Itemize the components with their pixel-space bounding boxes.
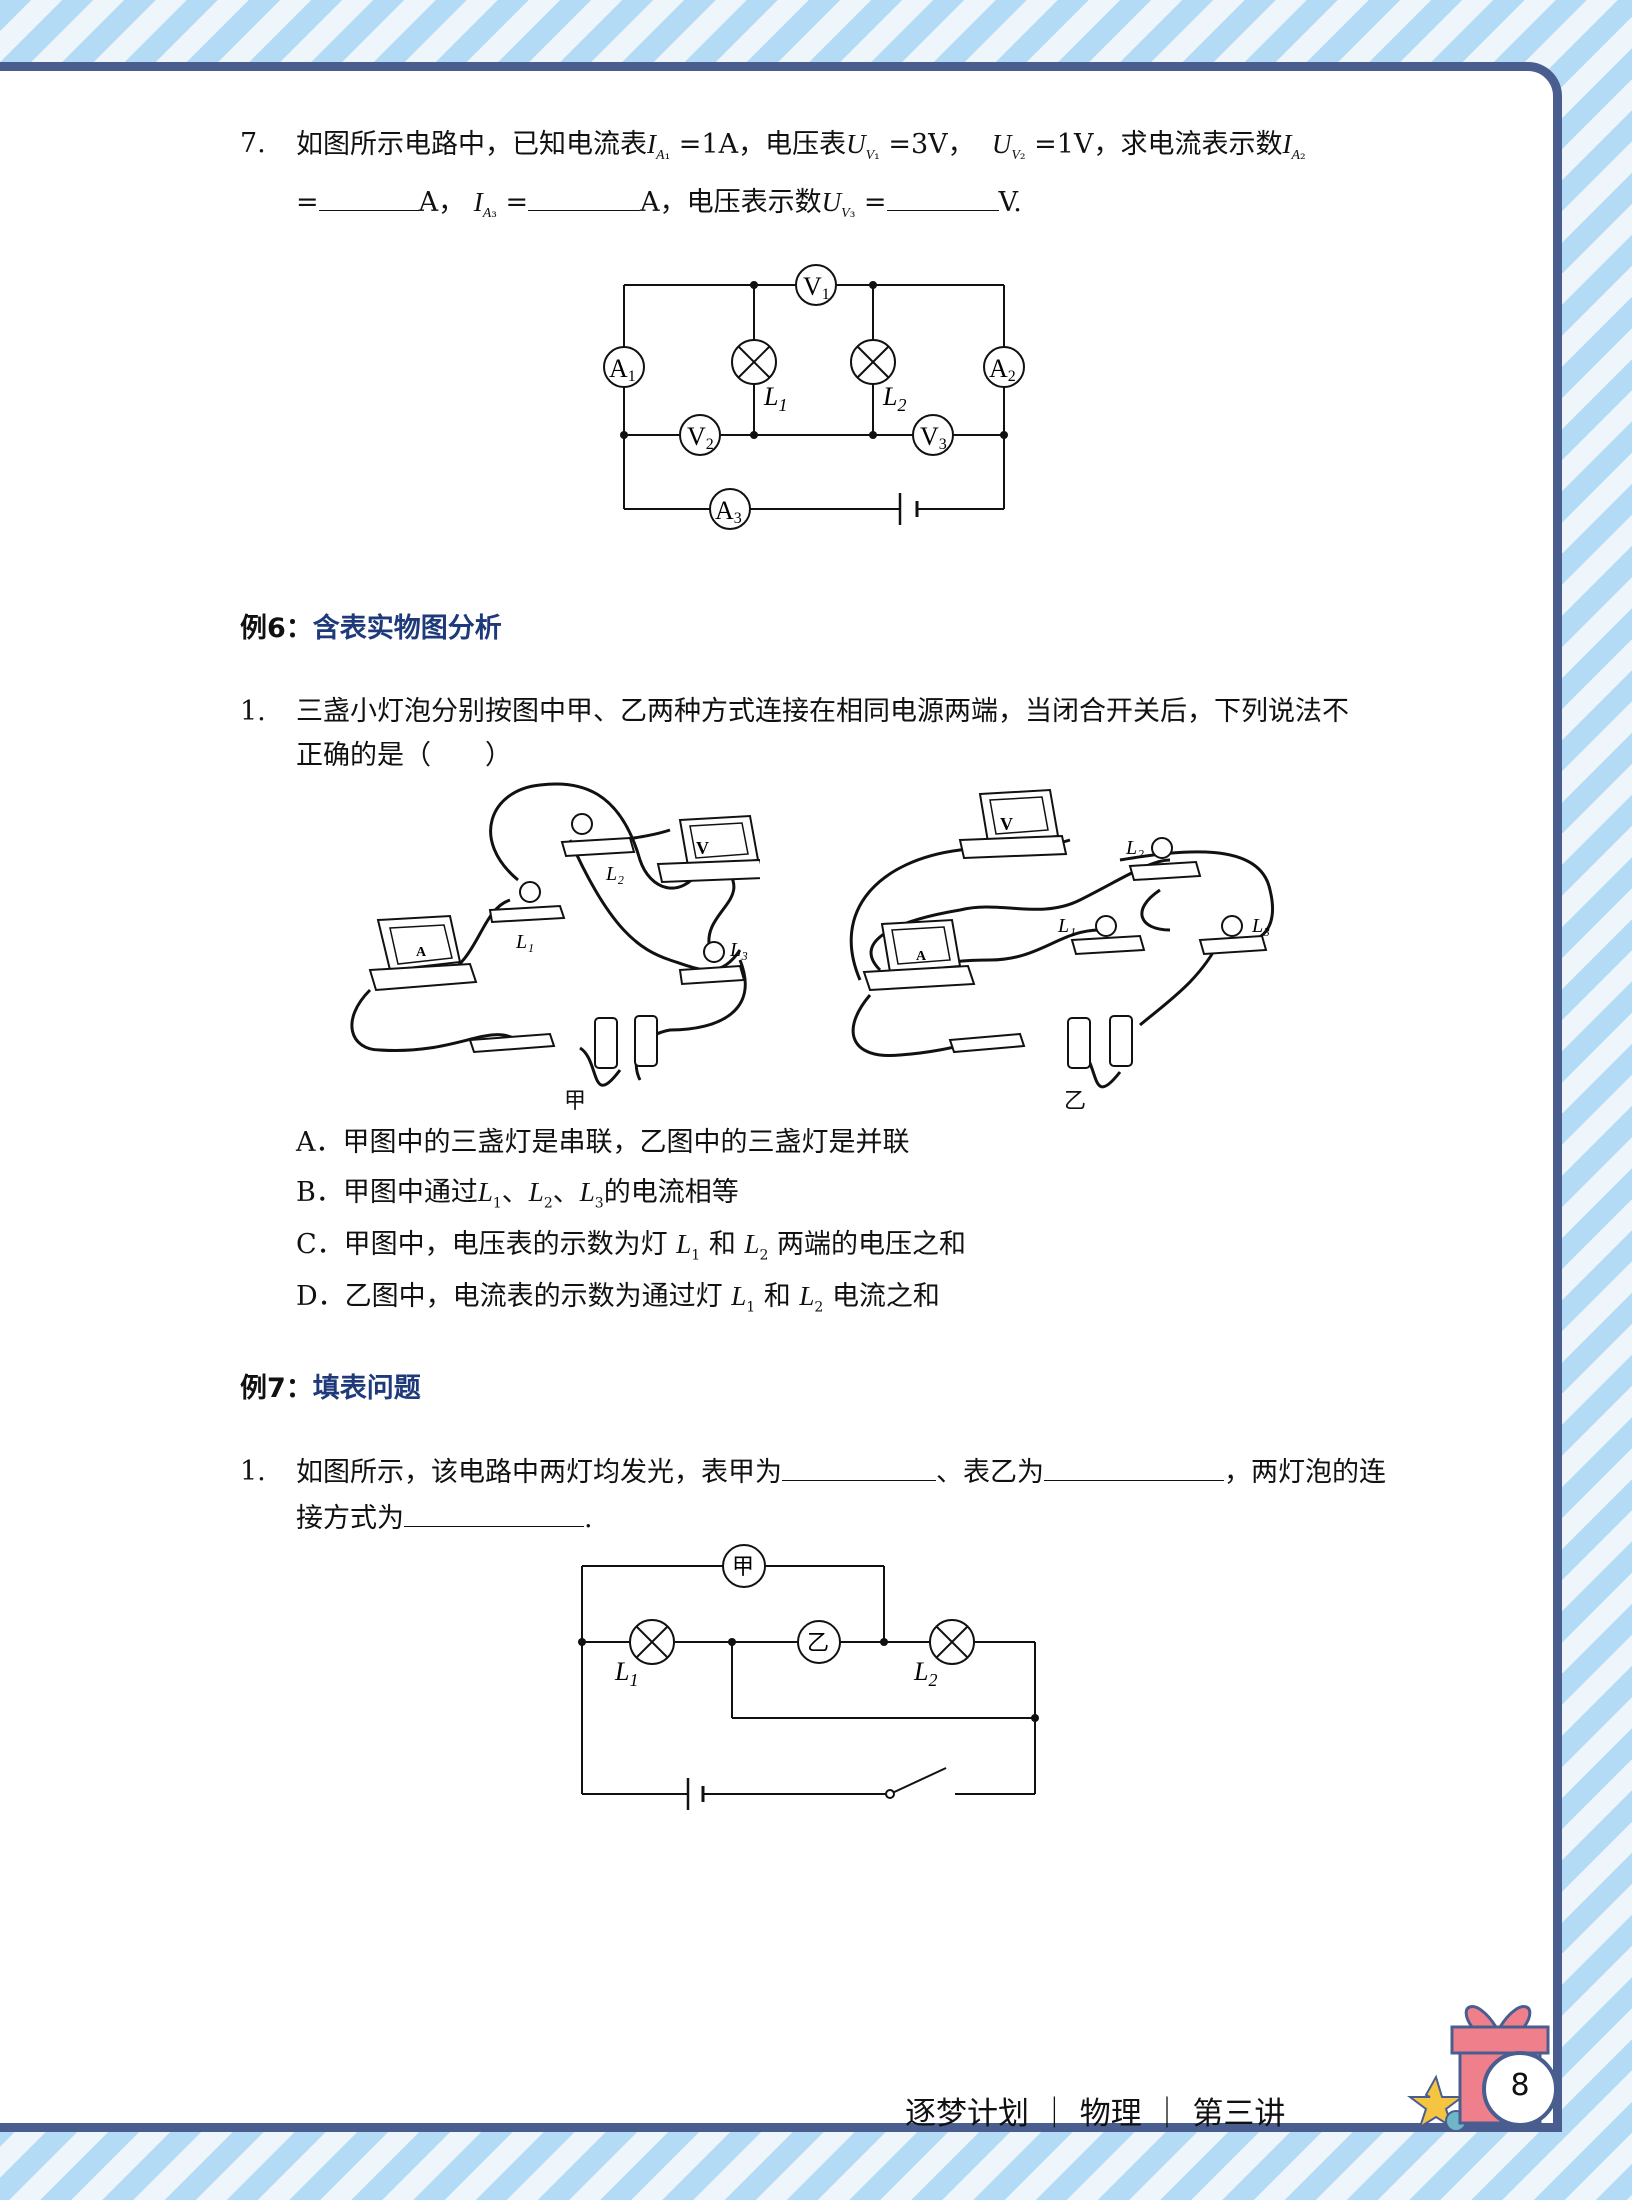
svg-text:甲: 甲: [732, 1554, 754, 1579]
meter-v3: V3: [912, 414, 954, 456]
circuit-diagram-1: V1 A1 A2 V2 V3 A3 L1 L2: [603, 264, 1025, 530]
lamp-label-l1: L1: [763, 382, 787, 415]
section-example-7: 例7：填表问题: [240, 1373, 421, 1404]
svg-text:A: A: [916, 949, 927, 964]
answer-blank-connection[interactable]: [404, 1496, 584, 1527]
svg-text:乙: 乙: [807, 1630, 829, 1655]
svg-text:A3: A3: [715, 496, 742, 527]
footer-title: 逐梦计划 ｜ 物理 ｜ 第三讲: [905, 2096, 1286, 2132]
lamp-label-l2: L₂: [1125, 837, 1144, 859]
lamp-label-l1: L₁: [1057, 915, 1076, 937]
figure-yi: V A L₁ L₂ L₃: [849, 788, 1275, 1089]
option-b[interactable]: B．甲图中通过L1、L2、L3的电流相等: [296, 1177, 739, 1212]
ammeter-jia: A: [368, 914, 478, 992]
ammeter-yi: A: [862, 918, 976, 992]
svg-text:V3: V3: [920, 422, 947, 453]
meter-v2: V2: [679, 414, 721, 456]
svg-text:V: V: [1000, 814, 1013, 834]
lamp-label-l2: L2: [913, 1657, 937, 1690]
question-number: 7.: [240, 128, 266, 159]
answer-blank-ia2[interactable]: [318, 180, 419, 211]
answer-blank-uv3[interactable]: [886, 180, 999, 211]
section-example-6: 例6：含表实物图分析: [240, 613, 502, 644]
lamp-label-l1: L1: [614, 1657, 638, 1690]
meter-v1: V1: [795, 264, 837, 306]
meter-a3: A3: [709, 488, 751, 530]
answer-blank-yi[interactable]: [1044, 1450, 1224, 1481]
svg-text:V1: V1: [803, 272, 830, 303]
answer-blank-ia3[interactable]: [528, 180, 641, 211]
page-sheet: [0, 62, 1562, 2132]
svg-text:V2: V2: [687, 422, 714, 453]
svg-text:A2: A2: [989, 354, 1016, 385]
meter-yi: 乙: [797, 1620, 841, 1664]
figure-caption-jia: 甲: [564, 1089, 587, 1114]
gift-box-icon: [1407, 2005, 1558, 2132]
option-a[interactable]: A．甲图中的三盏灯是串联，乙图中的三盏灯是并联: [296, 1127, 910, 1158]
voltmeter-yi: V: [958, 788, 1068, 860]
svg-text:V: V: [696, 838, 709, 858]
question-line-1: 如图所示电路中，已知电流表IA₁ =1A，电压表UV₁ =3V， UV₂ =1V…: [296, 129, 1306, 164]
lamp-label-l2: L₂: [605, 863, 624, 885]
figure-jia: A V L₁ L₂ L₃: [350, 782, 760, 1087]
meter-a2: A2: [983, 346, 1025, 388]
figure-caption-yi: 乙: [1064, 1089, 1087, 1114]
meter-a1: A1: [603, 346, 645, 388]
option-d[interactable]: D．乙图中，电流表的示数为通过灯 L1 和 L2 电流之和: [296, 1281, 940, 1316]
page-number: 8: [1510, 2068, 1530, 2103]
meter-jia: 甲: [722, 1544, 766, 1588]
lamp-label-l2: L2: [882, 382, 906, 415]
lamp-label-l3: L₃: [729, 939, 748, 961]
voltmeter-jia: V: [656, 814, 760, 884]
circuit-diagram-2: 甲 乙 L1 L2: [578, 1544, 1039, 1810]
svg-text:A: A: [416, 945, 427, 960]
lamp-label-l3: L₃: [1251, 915, 1270, 937]
svg-text:A1: A1: [609, 354, 636, 385]
lamp-label-l1: L₁: [515, 931, 534, 953]
option-c[interactable]: C．甲图中，电压表的示数为灯 L1 和 L2 两端的电压之和: [296, 1229, 966, 1264]
answer-blank-jia[interactable]: [782, 1450, 936, 1481]
